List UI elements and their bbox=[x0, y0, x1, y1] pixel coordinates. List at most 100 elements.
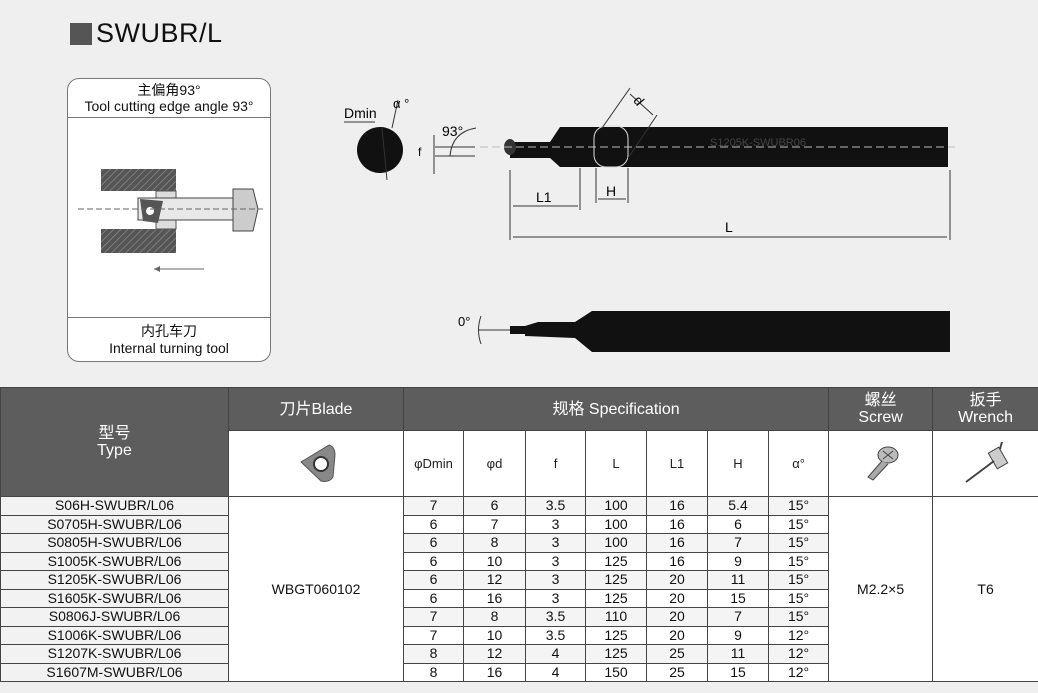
spec-cell: 10 bbox=[463, 551, 526, 571]
spec-cell: 125 bbox=[585, 570, 647, 590]
spec-cell: 20 bbox=[646, 607, 708, 627]
spec-cell: 25 bbox=[646, 644, 708, 664]
title-square-icon bbox=[70, 22, 92, 45]
type-cell: S0806J-SWUBR/L06 bbox=[0, 607, 229, 627]
spec-cell: 7 bbox=[403, 496, 464, 516]
spec-cell: 6 bbox=[403, 570, 464, 590]
spec-cell: 15° bbox=[767, 551, 830, 571]
spec-cell: 110 bbox=[585, 607, 647, 627]
spec-cell: 15 bbox=[707, 588, 769, 608]
spec-cell: 125 bbox=[585, 644, 647, 664]
insert-icon bbox=[228, 430, 404, 497]
internal-turning-footer: 内孔车刀 Internal turning tool bbox=[68, 317, 270, 361]
col-l1: L1 bbox=[646, 430, 708, 497]
spec-cell: 8 bbox=[463, 607, 526, 627]
spec-cell: 4 bbox=[525, 644, 586, 664]
blade-cell: WBGT060102 bbox=[228, 496, 404, 682]
spec-cell: 4 bbox=[525, 662, 586, 682]
spec-cell: 125 bbox=[585, 551, 647, 571]
type-cell: S0705H-SWUBR/L06 bbox=[0, 514, 229, 534]
type-cell: S06H-SWUBR/L06 bbox=[0, 496, 229, 516]
type-cell: S0805H-SWUBR/L06 bbox=[0, 533, 229, 553]
application-illustration: 主偏角93° Tool cutting edge angle 93° 内孔车刀 … bbox=[67, 78, 271, 362]
spec-cell: 16 bbox=[646, 551, 708, 571]
spec-cell: 7 bbox=[403, 607, 464, 627]
type-cell: S1607M-SWUBR/L06 bbox=[0, 662, 229, 682]
spec-cell: 15° bbox=[767, 496, 830, 516]
spec-cell: 100 bbox=[585, 533, 647, 553]
spec-cell: 12 bbox=[463, 570, 526, 590]
col-alpha: α° bbox=[767, 430, 830, 497]
spec-cell: 3 bbox=[525, 514, 586, 534]
l-label: L bbox=[725, 219, 733, 235]
spec-cell: 150 bbox=[585, 662, 647, 682]
tool-side-view bbox=[525, 311, 950, 352]
spec-cell: 7 bbox=[707, 607, 769, 627]
spec-cell: 3.5 bbox=[525, 496, 586, 516]
spec-cell: 6 bbox=[403, 533, 464, 553]
page-title: SWUBR/L bbox=[70, 18, 223, 49]
spec-cell: 8 bbox=[403, 644, 464, 664]
spec-cell: 11 bbox=[707, 644, 769, 664]
spec-cell: 125 bbox=[585, 625, 647, 645]
wrench-cell: T6 bbox=[932, 496, 1038, 682]
end-view bbox=[357, 127, 403, 173]
spec-cell: 25 bbox=[646, 662, 708, 682]
blade-header: 刀片Blade bbox=[228, 387, 404, 431]
spec-cell: 9 bbox=[707, 551, 769, 571]
shank-marking: S1205K-SWUBR06 bbox=[710, 137, 806, 149]
screw-icon bbox=[828, 430, 934, 497]
l1-label: L1 bbox=[536, 189, 552, 205]
tool-dimension-drawing: Dmin α ° S1205K-SWUBR06 93° f d L1 H L 0… bbox=[344, 87, 955, 352]
spec-cell: 20 bbox=[646, 625, 708, 645]
spec-cell: 3 bbox=[525, 533, 586, 553]
spec-cell: 16 bbox=[463, 662, 526, 682]
spec-cell: 16 bbox=[646, 496, 708, 516]
spec-cell: 20 bbox=[646, 570, 708, 590]
cutting-angle-header: 主偏角93° Tool cutting edge angle 93° bbox=[68, 79, 270, 118]
spec-cell: 15° bbox=[767, 607, 830, 627]
type-cell: S1006K-SWUBR/L06 bbox=[0, 625, 229, 645]
spec-cell: 7 bbox=[707, 533, 769, 553]
angle-0-label: 0° bbox=[458, 314, 470, 329]
alpha-label: α ° bbox=[393, 96, 409, 111]
col-dmin: φDmin bbox=[403, 430, 464, 497]
screw-cell: M2.2×5 bbox=[828, 496, 934, 682]
spec-cell: 6 bbox=[403, 551, 464, 571]
f-label: f bbox=[418, 145, 422, 159]
spec-cell: 15° bbox=[767, 588, 830, 608]
spec-cell: 100 bbox=[585, 496, 647, 516]
spec-cell: 15 bbox=[707, 662, 769, 682]
spec-cell: 8 bbox=[463, 533, 526, 553]
spec-cell: 20 bbox=[646, 588, 708, 608]
spec-cell: 6 bbox=[403, 588, 464, 608]
spec-cell: 125 bbox=[585, 588, 647, 608]
col-h: H bbox=[707, 430, 769, 497]
spec-cell: 6 bbox=[707, 514, 769, 534]
spec-cell: 12 bbox=[463, 644, 526, 664]
spec-cell: 6 bbox=[463, 496, 526, 516]
spec-cell: 9 bbox=[707, 625, 769, 645]
spec-cell: 3 bbox=[525, 588, 586, 608]
spec-cell: 6 bbox=[403, 514, 464, 534]
spec-cell: 7 bbox=[403, 625, 464, 645]
spec-cell: 16 bbox=[646, 514, 708, 534]
spec-cell: 15° bbox=[767, 514, 830, 534]
spec-cell: 3.5 bbox=[525, 625, 586, 645]
col-f: f bbox=[525, 430, 586, 497]
spec-cell: 15° bbox=[767, 570, 830, 590]
spec-cell: 8 bbox=[403, 662, 464, 682]
spec-cell: 7 bbox=[463, 514, 526, 534]
spec-cell: 3 bbox=[525, 570, 586, 590]
spec-cell: 3.5 bbox=[525, 607, 586, 627]
spec-cell: 3 bbox=[525, 551, 586, 571]
